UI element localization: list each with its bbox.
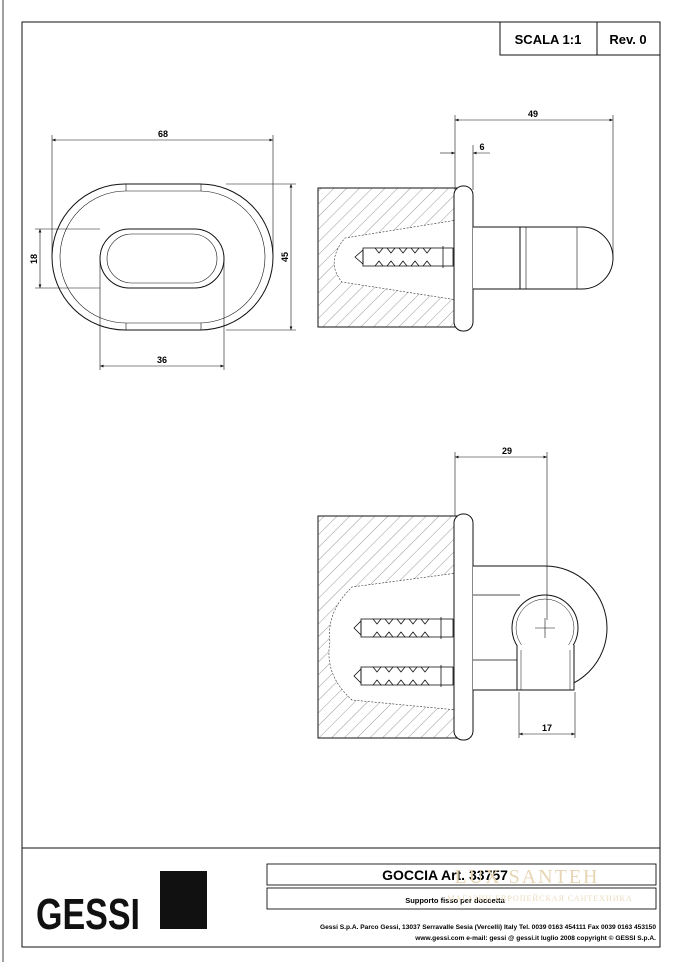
gessi-logo: GESSI bbox=[36, 871, 207, 939]
dim-side-depth: 49 bbox=[528, 109, 538, 119]
product-description: Supporto fisso per doccetta bbox=[405, 896, 505, 905]
watermark: LUX SANTEH МАГАЗИН ЕВРОПЕЙСКАЯ САНТЕХНИК… bbox=[447, 866, 632, 903]
dim-side-plate: 6 bbox=[479, 142, 484, 152]
section-dimensions bbox=[454, 452, 576, 738]
title-block: GESSI GOCCIA Art. 33757 Supporto fisso p… bbox=[36, 863, 657, 942]
scale-label: SCALA 1:1 bbox=[515, 32, 582, 47]
sheet-border bbox=[21, 21, 661, 948]
header-box: SCALA 1:1 Rev. 0 bbox=[499, 21, 661, 56]
dim-front-width: 68 bbox=[158, 129, 168, 139]
watermark-tagline: МАГАЗИН ЕВРОПЕЙСКАЯ САНТЕХНИКА bbox=[447, 894, 632, 903]
side-view bbox=[317, 185, 614, 332]
company-address: Gessi S.p.A. Parco Gessi, 13037 Serraval… bbox=[320, 924, 656, 931]
front-dimensions bbox=[35, 135, 296, 370]
dim-front-inner-height: 18 bbox=[29, 254, 39, 264]
dim-front-height: 45 bbox=[280, 252, 290, 262]
watermark-brand: LUX SANTEH bbox=[455, 866, 600, 888]
dim-bottom-depth: 29 bbox=[502, 446, 512, 456]
front-view bbox=[51, 183, 274, 331]
side-dimensions bbox=[440, 115, 614, 260]
dim-bottom-cup: 17 bbox=[542, 723, 552, 733]
revision-label: Rev. 0 bbox=[609, 32, 646, 47]
dim-front-inner-width: 36 bbox=[157, 355, 167, 365]
product-title: GOCCIA Art. 33757 bbox=[382, 867, 508, 883]
section-view bbox=[317, 513, 608, 741]
company-web: www.gessi.com e-mail: gessi @ gessi.it l… bbox=[414, 934, 656, 942]
gessi-logo-text: GESSI bbox=[36, 890, 140, 939]
